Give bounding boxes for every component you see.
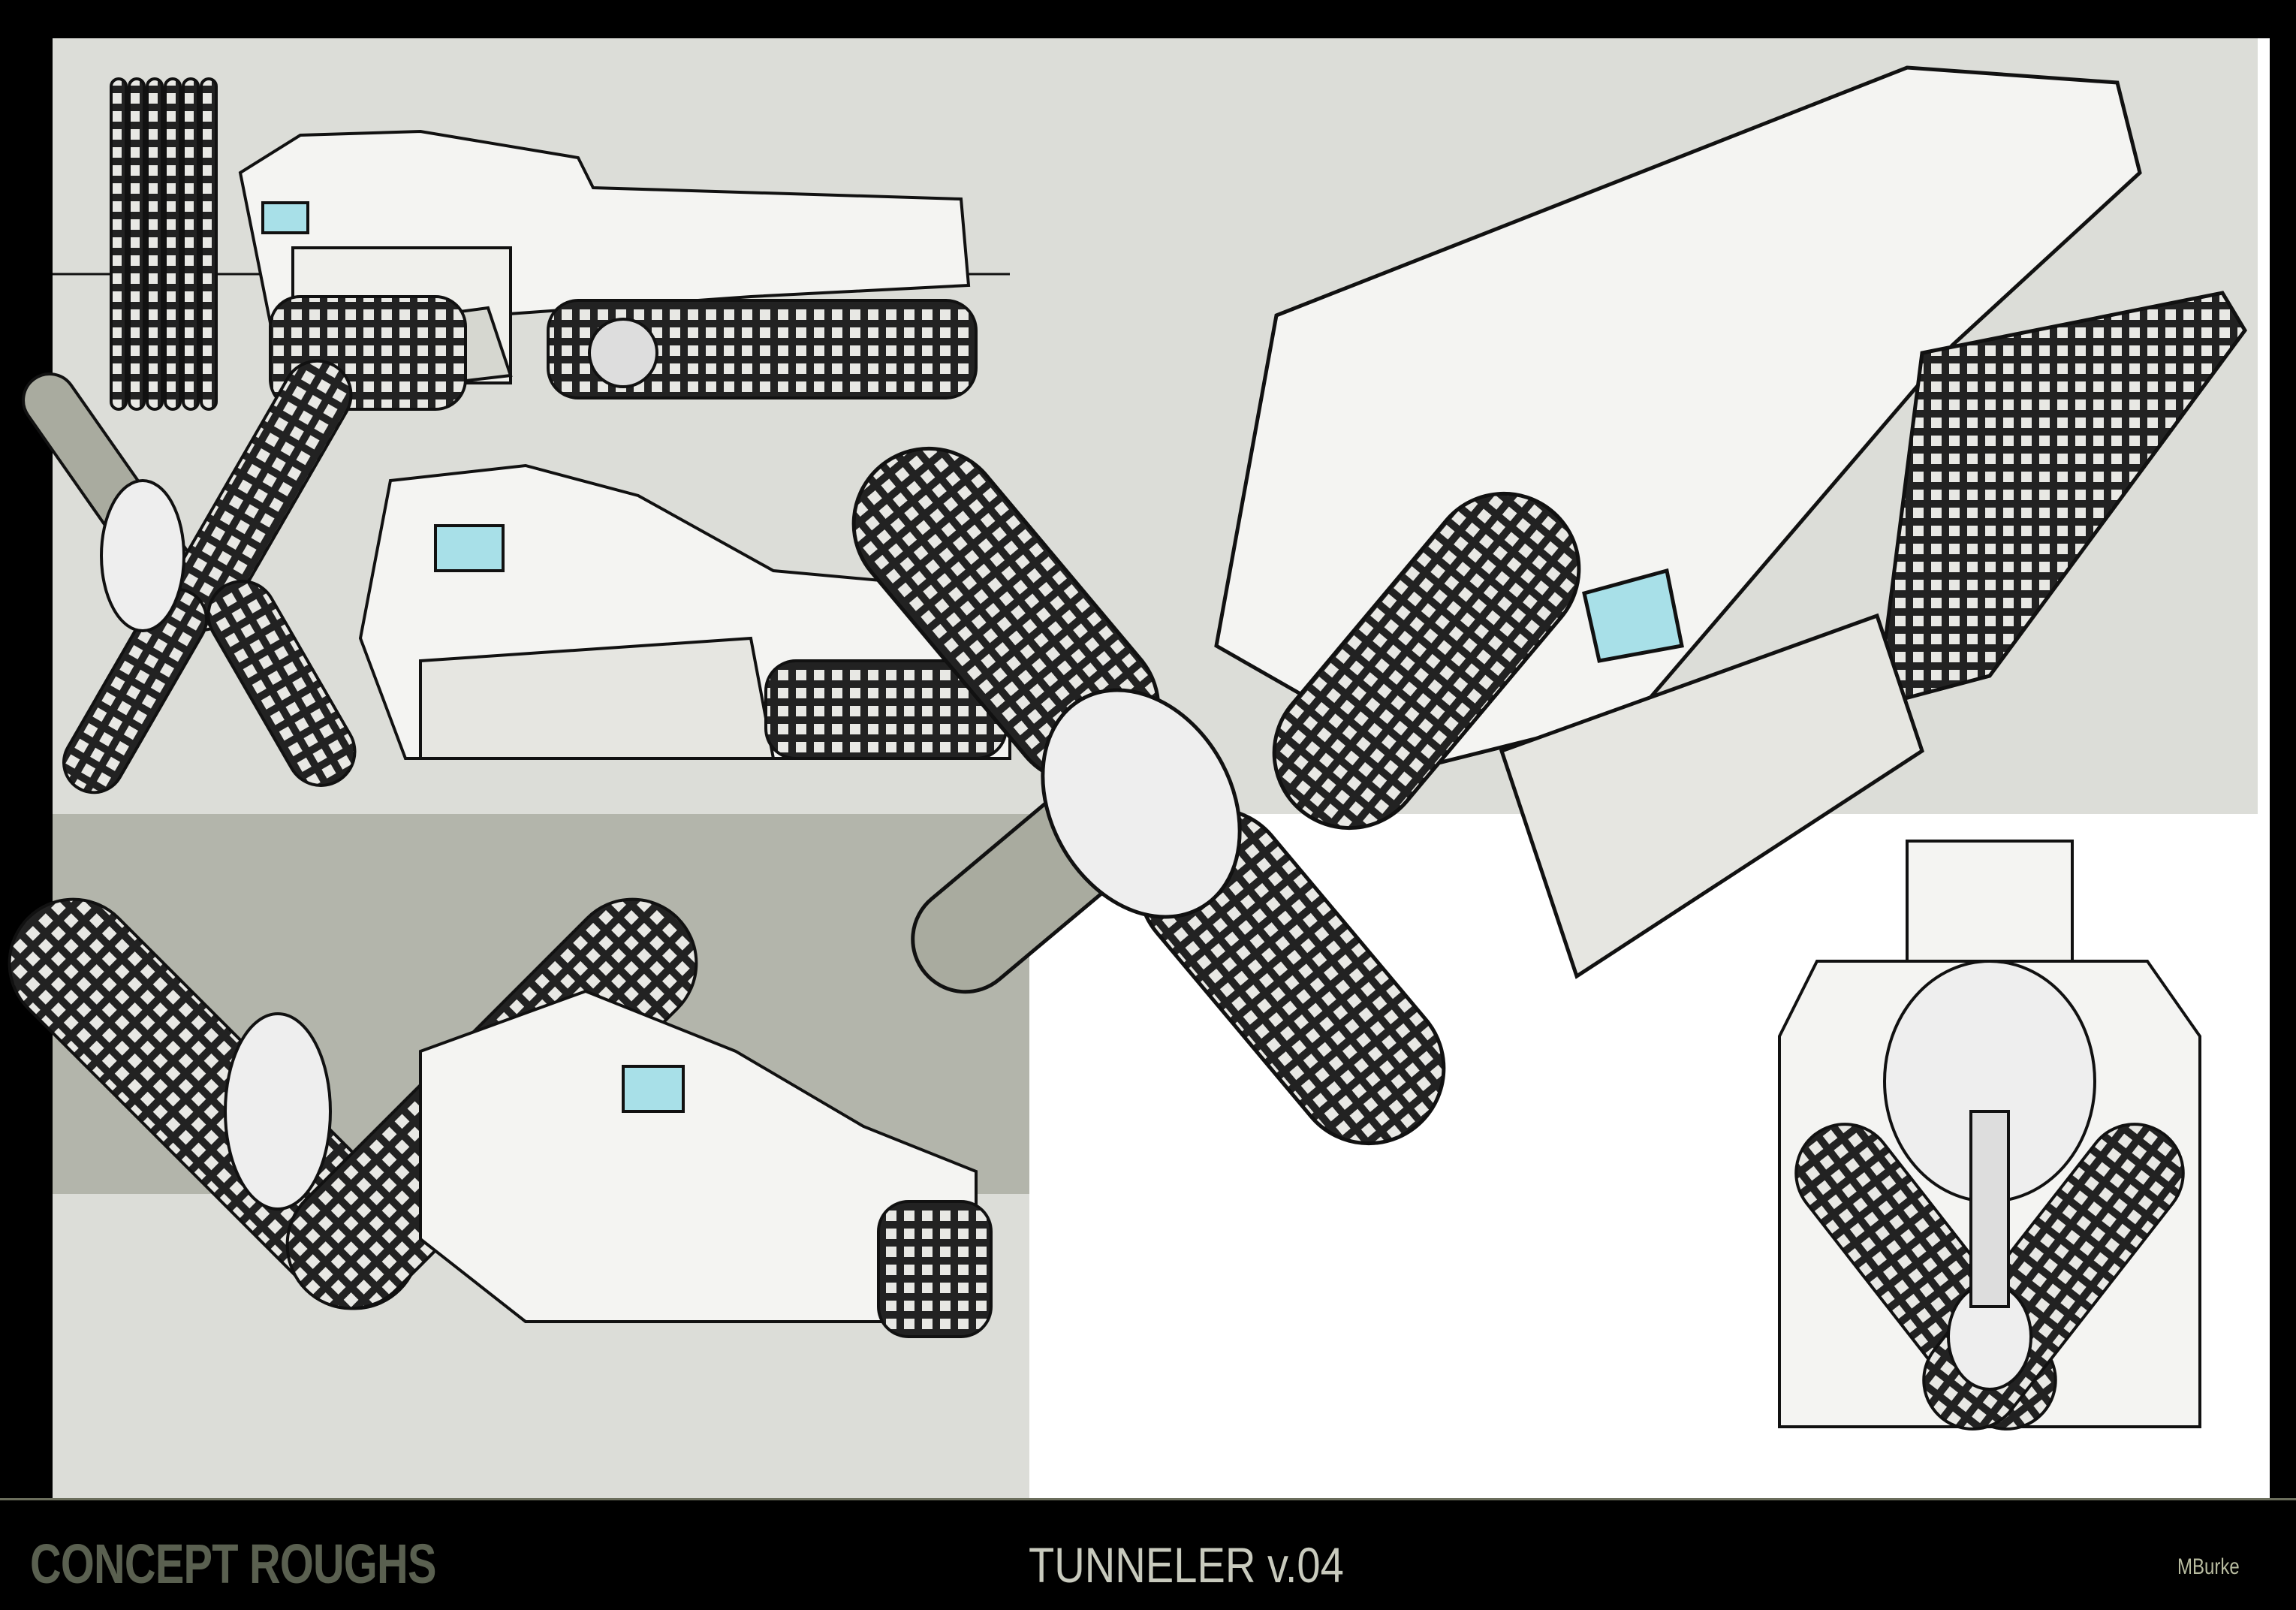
top-view-drawing [1778,840,2201,1431]
side-view-drawing [53,77,1010,411]
three-quarter-view-drawing [22,359,1011,794]
footer-bar [0,1498,2296,1610]
design-title: TUNNELER v.04 [1029,1537,1344,1593]
front-view-drawing [8,897,993,1338]
artist-credit: MBurke [2177,1554,2240,1579]
perspective-view-drawing [851,65,2248,1146]
sheet-label: CONCEPT ROUGHS [30,1533,436,1595]
